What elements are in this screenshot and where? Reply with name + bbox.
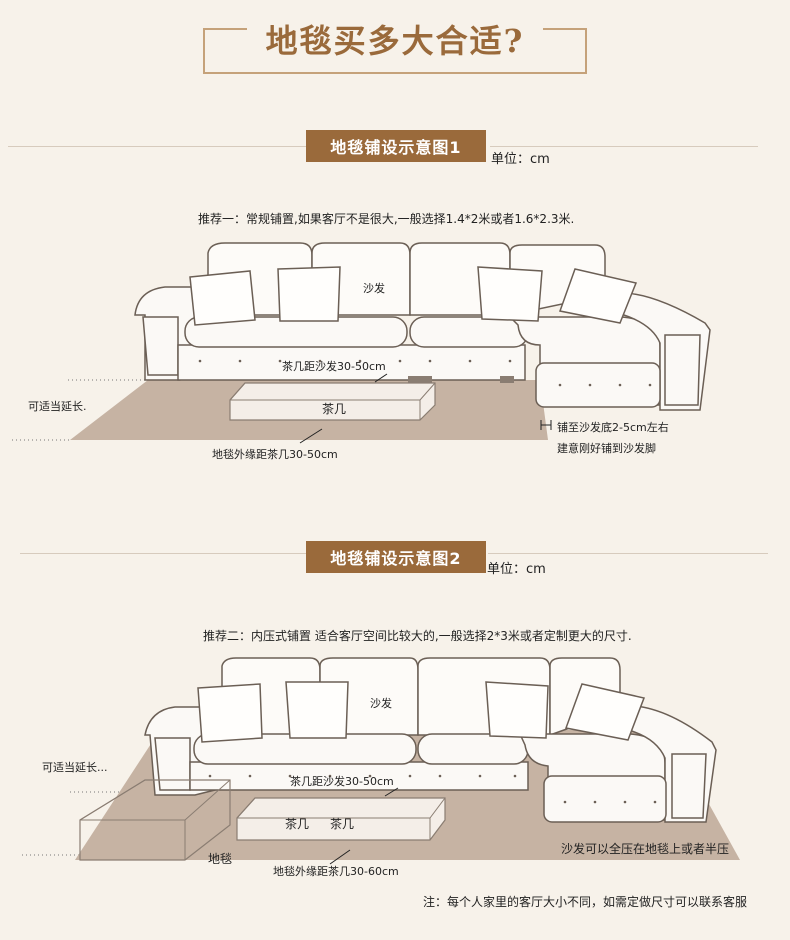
- sofa-on-rug-label: 沙发可以全压在地毯上或者半压: [561, 842, 730, 856]
- throw-pillow: [564, 683, 646, 741]
- throw-pillow: [277, 266, 341, 322]
- sofa-label: 沙发: [370, 697, 392, 710]
- sofa-base: [177, 344, 526, 381]
- section-1-label: 地毯铺设示意图1: [306, 130, 486, 162]
- divider: [488, 553, 768, 554]
- unit-label: 单位：cm: [487, 562, 546, 577]
- throw-pillow: [285, 681, 349, 739]
- rug-label: 地毯: [208, 852, 233, 866]
- throw-pillow: [559, 268, 638, 324]
- title-frame: [203, 28, 587, 74]
- seat-cushion: [409, 316, 529, 348]
- rug-edge-label: 地毯外缘距茶几30-60cm: [273, 865, 399, 878]
- suggest-label: 建意刚好铺到沙发脚: [557, 442, 656, 455]
- table-distance-label: 茶几距沙发30-50cm: [282, 360, 386, 373]
- throw-pillow: [477, 266, 543, 322]
- throw-pillow: [485, 681, 549, 739]
- table-label-b: 茶几: [330, 817, 355, 831]
- sofa-diagram-1: [12, 242, 711, 444]
- table-distance-label: 茶几距沙发30-50cm: [290, 775, 394, 788]
- throw-pillow: [189, 270, 256, 326]
- rug-edge-label: 地毯外缘距茶几30-50cm: [212, 448, 338, 461]
- under-sofa-label: 铺至沙发底2-5cm左右: [557, 421, 669, 434]
- footer-note: 注：每个人家里的客厅大小不同，如需定做尺寸可以联系客服: [423, 895, 748, 909]
- section-2-label: 地毯铺设示意图2: [306, 541, 486, 573]
- seat-cushion: [417, 733, 529, 765]
- table-label: 茶几: [322, 402, 347, 416]
- table-label-a: 茶几: [285, 817, 310, 831]
- recommend-1-text: 推荐一：常规铺置,如果客厅不是很大,一般选择1.4*2米或者1.6*2.3米.: [198, 212, 575, 226]
- sofa-base: [189, 761, 529, 791]
- divider: [8, 146, 306, 147]
- divider: [20, 553, 306, 554]
- extend-label: 可适当延长...: [42, 761, 108, 774]
- page-title: 地毯买多大合适?: [265, 22, 525, 60]
- recommend-2-text: 推荐二：内压式铺置 适合客厅空间比较大的,一般选择2*3米或者定制更大的尺寸.: [203, 629, 632, 643]
- divider: [490, 146, 758, 147]
- sofa-diagram-2: [22, 657, 740, 865]
- unit-label: 单位：cm: [491, 152, 550, 167]
- extend-label: 可适当延长.: [28, 400, 87, 413]
- sofa-label: 沙发: [363, 282, 385, 295]
- throw-pillow: [197, 683, 263, 743]
